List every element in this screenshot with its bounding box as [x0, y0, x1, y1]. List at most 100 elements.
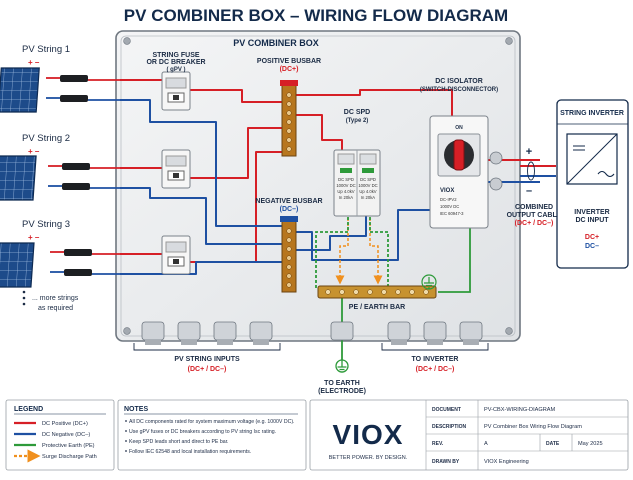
inverter-dc-minus: DC–	[585, 243, 599, 250]
pv-inputs-bracket	[133, 343, 281, 351]
tb-date-label: DATE	[546, 441, 560, 447]
pv-panels	[0, 67, 40, 288]
pv-inputs-sign: (DC+ / DC–)	[188, 366, 227, 373]
pv-panel-2-icon	[0, 155, 37, 201]
string-inverter	[556, 99, 629, 269]
notes-title: NOTES	[124, 406, 148, 413]
string-2-sign: + –	[28, 147, 40, 156]
ellipsis-dots-icon	[22, 290, 26, 306]
earth-electrode-icon	[335, 359, 349, 373]
notes-bullets	[125, 420, 127, 452]
positive-busbar	[280, 80, 298, 157]
tb-drawn-value: VIOX Engineering	[484, 459, 529, 465]
spd-label: DC SPD	[344, 109, 370, 116]
output-plus-sign: +	[526, 146, 532, 158]
positive-busbar-label: POSITIVE BUSBAR	[257, 58, 321, 65]
fuse-label-line1: STRING FUSE	[152, 52, 199, 59]
inverter-input-label2: DC INPUT	[575, 217, 609, 224]
dc-spd	[333, 149, 381, 217]
output-cable	[520, 165, 556, 177]
side-glands	[489, 151, 503, 191]
spd1-text-3: Up 4.0kV	[337, 189, 354, 194]
combined-cable-label1: COMBINED	[515, 204, 553, 211]
combiner-enclosure	[115, 30, 521, 342]
tb-drawn-label: DRAWN BY	[432, 459, 460, 465]
isolator-on-label: ON	[455, 125, 463, 131]
combined-cable-label2: OUTPUT CABLE	[507, 212, 562, 219]
legend-title: LEGEND	[14, 406, 43, 413]
title-block-grid	[425, 400, 628, 470]
brand-logo: VIOX	[333, 419, 404, 450]
to-inverter-sign: (DC+ / DC–)	[416, 366, 455, 373]
string-cables	[46, 77, 120, 275]
note-2: Use gPV fuses or DC breakers according t…	[129, 429, 276, 435]
spd2-text-3: Up 4.0kV	[359, 189, 376, 194]
brand-tagline: BETTER POWER. BY DESIGN.	[329, 455, 408, 461]
spd1-text-4: In 20kA	[339, 195, 353, 200]
fuse-label-line2: OR DC BREAKER	[146, 59, 205, 66]
spd-type-label: (Type 2)	[346, 118, 369, 124]
bottom-gland-caps	[145, 340, 479, 345]
positive-busbar-sign: (DC+)	[280, 66, 299, 73]
inverter-title: String Inverter	[560, 110, 624, 117]
string-2-label: PV String 2	[22, 133, 70, 144]
fuse-2	[161, 149, 191, 189]
negative-busbar-label: NEGATIVE BUSBAR	[255, 198, 322, 205]
spd2-text-1: DC SPD	[360, 177, 376, 182]
tb-document-label: DOCUMENT	[432, 407, 461, 413]
pe-bar-label: PE / EARTH BAR	[349, 304, 405, 311]
isolator-label: DC ISOLATOR	[435, 78, 483, 85]
cable-bundle-icon	[527, 161, 535, 181]
legend-swatches	[14, 421, 41, 463]
to-inverter-bracket	[381, 343, 489, 351]
isolator-model: DC-IPV2	[440, 197, 457, 202]
page-title: PV COMBINER BOX – WIRING FLOW DIAGRAM	[124, 6, 508, 25]
tb-rev-value: A	[484, 441, 488, 447]
isolator-standard: IEC 60947-3	[440, 211, 464, 216]
inverter-input-label1: INVERTER	[574, 209, 609, 216]
string-3-sign: + –	[28, 233, 40, 242]
pv-inputs-label: PV STRING INPUTS	[174, 356, 240, 363]
spd1-text-2: 1000V DC	[336, 183, 355, 188]
tb-description-value: PV Combiner Box Wiring Flow Diagram	[484, 424, 582, 430]
combined-cable-sign: (DC+ / DC–)	[515, 220, 554, 227]
note-4: Follow IEC 62548 and local installation …	[129, 449, 251, 455]
legend-item-negative: DC Negative (DC–)	[42, 432, 90, 438]
note-1: All DC components rated for system maxim…	[129, 419, 295, 425]
bottom-glands	[141, 321, 483, 341]
tb-date-value: May 2025	[578, 441, 603, 447]
string-1-sign: + –	[28, 58, 40, 67]
tb-description-label: DESCRIPTION	[432, 424, 467, 430]
isolator-brand: VIOX	[440, 188, 454, 194]
to-inverter-label: TO INVERTER	[412, 356, 459, 363]
more-strings-line2: as required	[38, 305, 73, 312]
legend-item-earth: Protective Earth (PE)	[42, 443, 95, 449]
pv-panel-3-icon	[0, 242, 35, 288]
fuse-label-line3: ( gPV )	[167, 67, 186, 73]
isolator-rating: 1000V DC	[440, 204, 459, 209]
string-3-label: PV String 3	[22, 219, 70, 230]
tb-rev-label: REV.	[432, 441, 444, 447]
spd1-text-1: DC SPD	[338, 177, 354, 182]
negative-busbar-sign: (DC–)	[280, 206, 299, 213]
fuse-3	[161, 235, 191, 275]
dc-isolator	[429, 115, 489, 229]
pv-panel-1-icon	[0, 67, 40, 113]
legend-item-positive: DC Positive (DC+)	[42, 421, 88, 427]
to-earth-label: TO EARTH	[324, 380, 360, 387]
string-fuses	[161, 71, 191, 275]
string-1-label: PV String 1	[22, 44, 70, 55]
pe-earth-bar	[317, 285, 437, 299]
isolator-sublabel: (SWITCH-DISCONNECTOR)	[420, 87, 498, 93]
mc4-connectors	[60, 75, 92, 276]
negative-busbar	[280, 216, 298, 293]
inverter-dc-plus: DC+	[585, 234, 599, 241]
earth-symbol-icon	[421, 274, 437, 290]
to-earth-sublabel: (ELECTRODE)	[318, 388, 366, 395]
fuse-1	[161, 71, 191, 111]
tb-document-value: PV-CBX-WIRING-DIAGRAM	[484, 407, 556, 413]
spd2-text-2: 1000V DC	[358, 183, 377, 188]
surge-paths	[335, 218, 383, 285]
